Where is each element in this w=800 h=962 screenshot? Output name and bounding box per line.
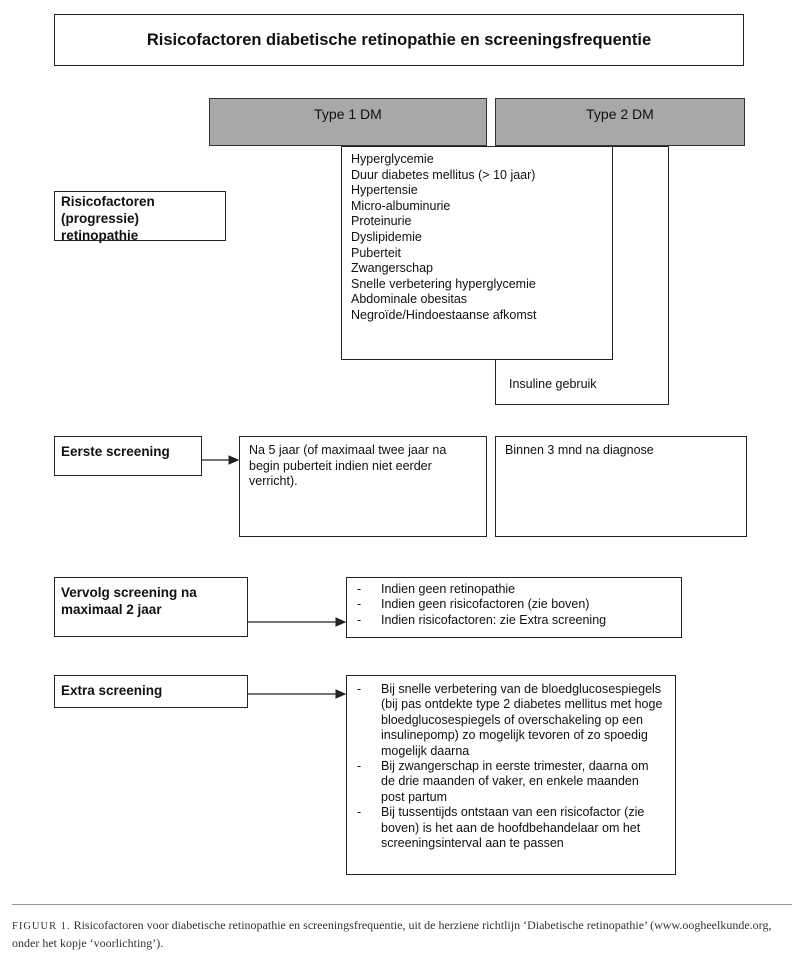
follow-up-label-box: Vervolg screening na maximaal 2 jaar bbox=[54, 577, 248, 637]
caption-text: Risicofactoren voor diabetische retinopa… bbox=[12, 918, 772, 950]
risk-factor-item: Micro-albuminurie bbox=[351, 198, 451, 213]
risk-factor-item: Hypertensie bbox=[351, 183, 418, 198]
extra-screening-item: Bij tussentijds ontstaan van een risicof… bbox=[355, 805, 665, 851]
extra-screening-label-box: Extra screening bbox=[54, 675, 248, 708]
extra-screening-label: Extra screening bbox=[61, 683, 163, 698]
risk-factor-item: Puberteit bbox=[351, 245, 402, 260]
risk-label: Risicofactoren (progressie) retinopathie bbox=[61, 194, 155, 243]
follow-up-conditions-box: Indien geen retinopathieIndien geen risi… bbox=[346, 577, 682, 638]
risk-factor-item: Zwangerschap bbox=[351, 261, 433, 276]
risk-factor-item: Duur diabetes mellitus (> 10 jaar) bbox=[351, 167, 536, 182]
figure-caption: FIGUUR 1. Risicofactoren voor diabetisch… bbox=[12, 917, 792, 952]
risk-factor-item: Hyperglycemie bbox=[351, 152, 434, 166]
diagram-title-box: Risicofactoren diabetische retinopathie … bbox=[54, 14, 744, 66]
type2-header: Type 2 DM bbox=[495, 98, 745, 146]
extra-screening-item: Bij zwangerschap in eerste trimester, da… bbox=[355, 759, 665, 805]
risk-factor-item: Snelle verbetering hyperglycemie bbox=[351, 276, 536, 291]
first-screening-type2-box: Binnen 3 mnd na diagnose bbox=[495, 436, 747, 537]
risk-factor-item: Dyslipidemie bbox=[351, 229, 422, 244]
risk-factor-item: Abdominale obesitas bbox=[351, 292, 468, 307]
type1-header-label: Type 1 DM bbox=[314, 106, 382, 122]
follow-up-condition: Indien risicofactoren: zie Extra screeni… bbox=[355, 613, 671, 629]
first-screening-label: Eerste screening bbox=[61, 444, 170, 459]
risk-factor-item: Negroïde/Hindoestaanse afkomst bbox=[351, 307, 537, 322]
first-screening-type2-text: Binnen 3 mnd na diagnose bbox=[505, 443, 654, 457]
follow-up-conditions-list: Indien geen retinopathieIndien geen risi… bbox=[347, 578, 681, 632]
follow-up-condition: Indien geen risicofactoren (zie boven) bbox=[355, 597, 671, 613]
caption-rule bbox=[12, 904, 792, 905]
follow-up-label: Vervolg screening na maximaal 2 jaar bbox=[61, 585, 197, 617]
risk-label-box: Risicofactoren (progressie) retinopathie bbox=[54, 191, 226, 243]
caption-figure-label: FIGUUR 1. bbox=[12, 921, 71, 932]
first-screening-type1-box: Na 5 jaar (of maximaal twee jaar na begi… bbox=[239, 436, 487, 537]
diagram-title: Risicofactoren diabetische retinopathie … bbox=[146, 30, 652, 49]
type1-header: Type 1 DM bbox=[209, 98, 487, 146]
extra-screening-item: Bij snelle verbetering van de bloedgluco… bbox=[355, 682, 665, 759]
first-screening-type1-text: Na 5 jaar (of maximaal twee jaar na begi… bbox=[249, 443, 447, 489]
follow-up-condition: Indien geen retinopathie bbox=[355, 582, 671, 598]
risk-factor-item: Proteinurie bbox=[351, 214, 412, 229]
extra-screening-list: Bij snelle verbetering van de bloedgluco… bbox=[347, 676, 675, 855]
type2-header-label: Type 2 DM bbox=[586, 106, 654, 122]
first-screening-label-box: Eerste screening bbox=[54, 436, 202, 476]
extra-screening-box: Bij snelle verbetering van de bloedgluco… bbox=[346, 675, 676, 875]
insulin-use-text: Insuline gebruik bbox=[509, 377, 597, 391]
